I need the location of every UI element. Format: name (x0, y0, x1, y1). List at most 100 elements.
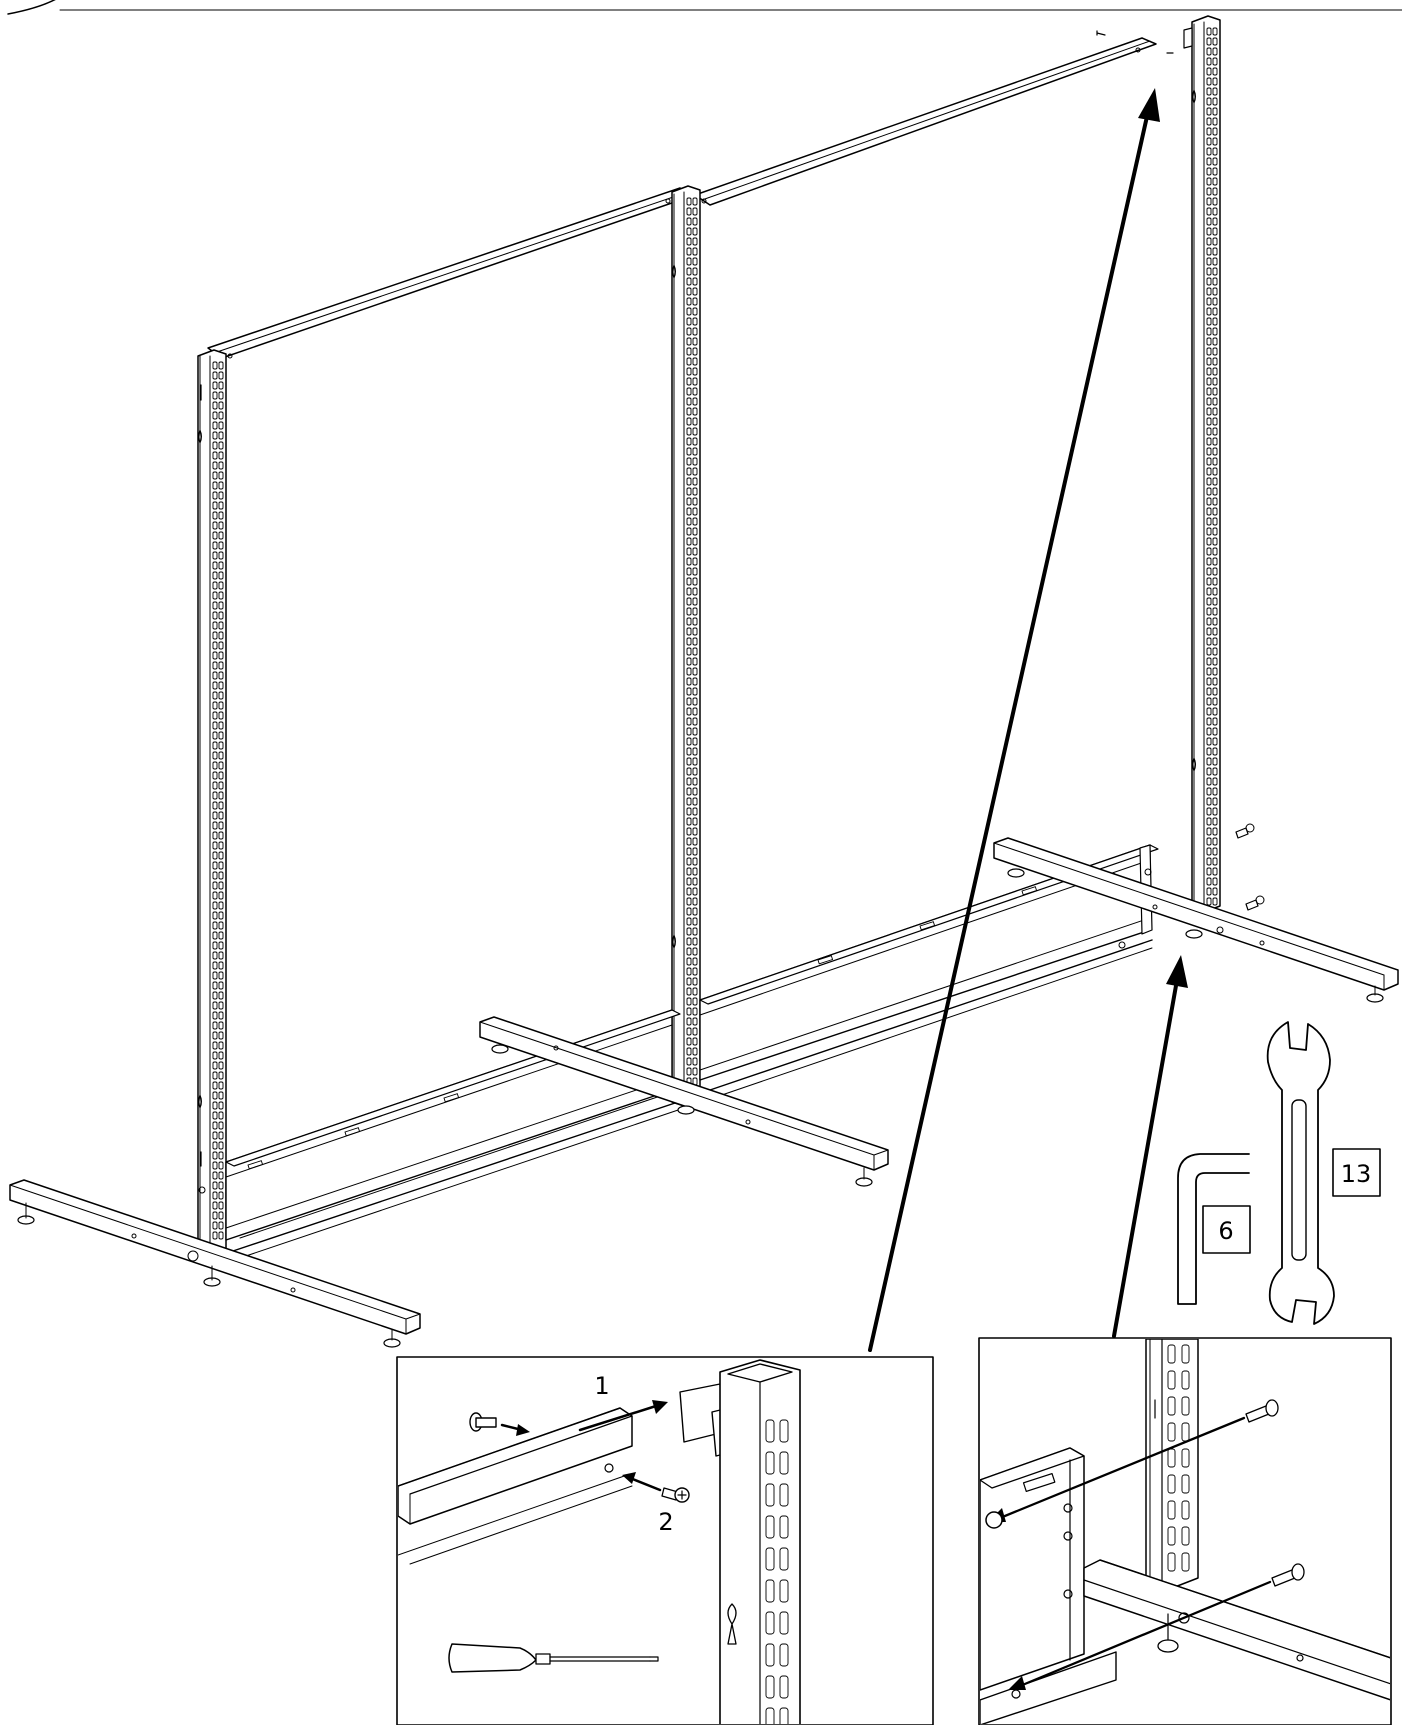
upright-slot (1206, 367, 1212, 376)
upright-slot (1206, 517, 1212, 526)
upright-slot (1212, 197, 1218, 206)
upright-slot (1206, 827, 1212, 836)
upright-slot (686, 997, 692, 1006)
upright-slot (692, 197, 698, 206)
upright-slot (212, 961, 218, 970)
upright-slot (1206, 407, 1212, 416)
upright-slot (1212, 697, 1218, 706)
upright-slot (686, 227, 692, 236)
upright-slot (1206, 757, 1212, 766)
upright-slot (1212, 457, 1218, 466)
upright-slot (686, 537, 692, 546)
upright-slot (692, 607, 698, 616)
upright-slot (212, 531, 218, 540)
upright-slot (212, 711, 218, 720)
upright-slot (1212, 537, 1218, 546)
inset-slot (1167, 1474, 1176, 1494)
upright-slot (218, 941, 224, 950)
upright-slot (212, 651, 218, 660)
upright-slot (212, 361, 218, 370)
inset-slot (1167, 1370, 1176, 1390)
upright-slot (1212, 507, 1218, 516)
upright-slot (692, 297, 698, 306)
upright-slot (1206, 787, 1212, 796)
upright-slot (686, 397, 692, 406)
upright-slot (218, 801, 224, 810)
upright-slot (692, 967, 698, 976)
upright-slot (212, 1021, 218, 1030)
upright-slot (686, 407, 692, 416)
upright-slot (212, 431, 218, 440)
upright-slot (686, 767, 692, 776)
upright-slot (1212, 737, 1218, 746)
upright-slot (212, 411, 218, 420)
upright-slot (692, 857, 698, 866)
upright-slot (212, 871, 218, 880)
upright-slot (1212, 447, 1218, 456)
hex-key-size-box (1202, 1205, 1251, 1254)
upright-slot (218, 761, 224, 770)
upright-slot (686, 277, 692, 286)
upright-slot (212, 471, 218, 480)
upright-slot (686, 487, 692, 496)
upright-slot (692, 397, 698, 406)
upright-slot (1212, 877, 1218, 886)
upright-slot (686, 1067, 692, 1076)
upright-slot (1206, 247, 1212, 256)
upright-slot (212, 1131, 218, 1140)
upright-slot (1206, 487, 1212, 496)
upright-slot (1212, 617, 1218, 626)
upright-slot (1212, 747, 1218, 756)
upright-slot (1212, 757, 1218, 766)
upright-slot (692, 557, 698, 566)
upright-slot (218, 1001, 224, 1010)
upright-slot (212, 691, 218, 700)
upright-slot (1212, 497, 1218, 506)
upright-slot (218, 981, 224, 990)
upright-slot (686, 697, 692, 706)
upright-slot (692, 567, 698, 576)
upright-slot (692, 477, 698, 486)
base-foot-left (9, 1179, 421, 1348)
upright-slot (218, 571, 224, 580)
upright-slot (1206, 727, 1212, 736)
upright-slot (218, 1211, 224, 1220)
kick-plate-slot (443, 1093, 460, 1103)
upright-slot (1206, 547, 1212, 556)
upright-slot (686, 907, 692, 916)
upright-slot (212, 441, 218, 450)
upright-slot (1206, 857, 1212, 866)
upright-slot (1206, 137, 1212, 146)
upright-slot (692, 1037, 698, 1046)
kick-plate-right (699, 844, 1159, 1081)
upright-slot (692, 317, 698, 326)
upright-slot (218, 1041, 224, 1050)
upright-slot (1212, 427, 1218, 436)
upright-slot (1206, 187, 1212, 196)
upright-slot (212, 1151, 218, 1160)
upright-slot (1206, 177, 1212, 186)
upright-slot (1206, 267, 1212, 276)
upright-slot (218, 691, 224, 700)
upright-slot (1206, 597, 1212, 606)
gondola-frame (9, 15, 1399, 1348)
upright-slot (218, 391, 224, 400)
upright-slot (218, 661, 224, 670)
upright-slot (1206, 397, 1212, 406)
upright-slot (212, 911, 218, 920)
upright-slot (1206, 307, 1212, 316)
upright-slot (692, 697, 698, 706)
upright-slot (1212, 777, 1218, 786)
upright-slot (1206, 837, 1212, 846)
upright-slot (212, 1041, 218, 1050)
spanner-size-label: 13 (1341, 1160, 1372, 1188)
upright-slot (686, 377, 692, 386)
spanner-icon: 13 (1266, 1021, 1381, 1325)
upright-slot (1212, 897, 1218, 906)
top-rail-left (207, 187, 696, 359)
upright-slot (686, 327, 692, 336)
upright-slot (692, 577, 698, 586)
upright-slot (692, 687, 698, 696)
upright-slot (218, 1111, 224, 1120)
upright-slot (686, 637, 692, 646)
